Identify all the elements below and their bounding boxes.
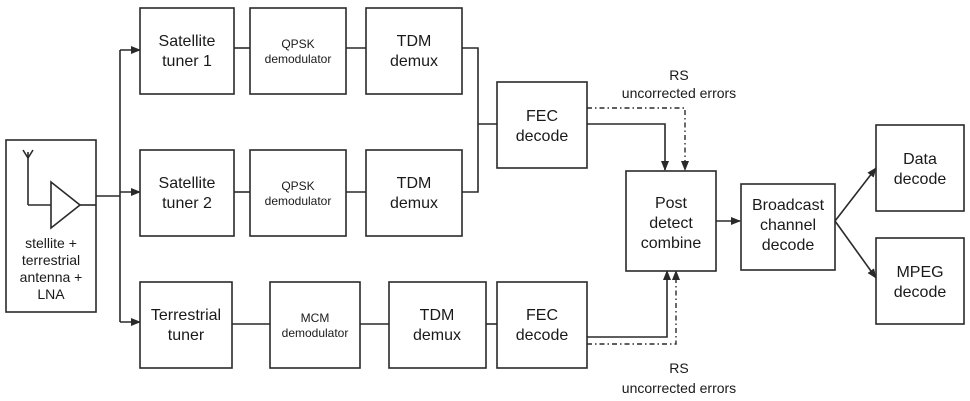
rs-bottom-label-1: RS <box>669 360 688 376</box>
mpeg-decode-label-1: MPEG <box>896 264 943 281</box>
tdm-demux-3-label-2: demux <box>413 327 461 344</box>
tdm-demux-2-block: TDM demux <box>365 149 463 237</box>
terrestrial-tuner-block: Terrestrial tuner <box>139 281 233 369</box>
qpsk-demodulator-2-block: QPSK demodulator <box>249 149 347 237</box>
satellite-tuner-1-label-2: tuner 1 <box>162 53 212 70</box>
terrestrial-tuner-label-1: Terrestrial <box>151 307 221 324</box>
satellite-tuner-1-block: Satellite tuner 1 <box>139 7 235 95</box>
fec-decode-terrestrial-block: FEC decode <box>496 281 588 369</box>
qpsk-demodulator-2-label-1: QPSK <box>281 179 314 193</box>
fec-decode-terrestrial-label-2: decode <box>516 327 569 344</box>
broadcast-channel-decode-label-1: Broadcast <box>752 197 825 214</box>
mpeg-decode-label-2: decode <box>894 284 947 301</box>
terrestrial-tuner-label-2: tuner <box>168 327 205 344</box>
post-detect-combine-label-3: combine <box>641 235 702 252</box>
fec-decode-satellite-label-2: decode <box>516 128 569 145</box>
rs-bottom-label-2: uncorrected errors <box>622 380 736 396</box>
satellite-tuner-2-label-2: tuner 2 <box>162 195 212 212</box>
post-detect-combine-label-2: detect <box>649 215 693 232</box>
mpeg-decode-block: MPEG decode <box>875 237 965 325</box>
antenna-label-4: LNA <box>37 286 65 302</box>
fec-decode-satellite-label-1: FEC <box>526 108 558 125</box>
broadcast-channel-decode-label-3: decode <box>762 237 815 254</box>
rs-top-label-2: uncorrected errors <box>622 85 736 101</box>
tdm-demux-1-block: TDM demux <box>365 7 463 95</box>
tdm-demux-1-label-1: TDM <box>397 33 432 50</box>
broadcast-channel-decode-label-2: channel <box>760 217 816 234</box>
qpsk-demodulator-2-label-2: demodulator <box>265 194 332 208</box>
antenna-label-1: stellite + <box>25 235 77 251</box>
qpsk-demodulator-1-label-1: QPSK <box>281 37 314 51</box>
rs-errors-annotation-bottom: RS uncorrected errors <box>622 360 736 396</box>
qpsk-demodulator-1-block: QPSK demodulator <box>249 7 347 95</box>
mcm-demodulator-label-2: demodulator <box>282 326 349 340</box>
data-decode-block: Data decode <box>875 124 965 212</box>
tdm-demux-3-label-1: TDM <box>420 307 455 324</box>
satellite-tuner-2-block: Satellite tuner 2 <box>139 149 235 237</box>
rs-errors-annotation-top: RS uncorrected errors <box>622 67 736 101</box>
tdm-demux-1-label-2: demux <box>390 53 438 70</box>
qpsk-demodulator-1-label-2: demodulator <box>265 52 332 66</box>
antenna-lna-block: stellite + terrestrial antenna + LNA <box>5 139 97 313</box>
satellite-tuner-1-label-1: Satellite <box>159 33 216 50</box>
fec-decode-satellite-block: FEC decode <box>496 81 588 169</box>
mcm-demodulator-label-1: MCM <box>301 311 330 325</box>
mcm-demodulator-block: MCM demodulator <box>269 281 361 369</box>
antenna-label-2: terrestrial <box>22 252 80 268</box>
post-detect-combine-block: Post detect combine <box>625 170 717 272</box>
post-detect-combine-label-1: Post <box>655 195 688 212</box>
antenna-label-3: antenna + <box>20 269 83 285</box>
data-decode-label-1: Data <box>903 151 937 168</box>
data-decode-label-2: decode <box>894 171 947 188</box>
amplifier-icon <box>50 180 82 230</box>
connections <box>96 46 877 345</box>
tdm-demux-3-block: TDM demux <box>388 281 487 369</box>
broadcast-channel-decode-block: Broadcast channel decode <box>740 183 836 271</box>
antenna-icon <box>22 149 51 206</box>
satellite-tuner-2-label-1: Satellite <box>159 175 216 192</box>
tdm-demux-2-label-1: TDM <box>397 175 432 192</box>
fec-decode-terrestrial-label-1: FEC <box>526 307 558 324</box>
tdm-demux-2-label-2: demux <box>390 195 438 212</box>
rs-top-label-1: RS <box>669 67 688 83</box>
